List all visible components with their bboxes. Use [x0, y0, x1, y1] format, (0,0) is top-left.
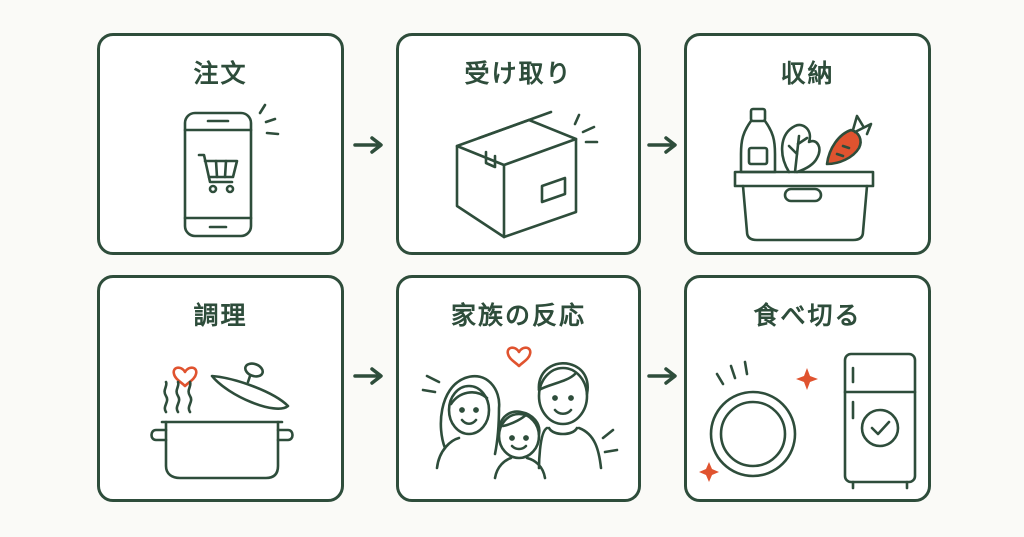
step-card-receive: 受け取り: [396, 33, 641, 255]
step-card-finish-eating: 食べ切る: [684, 275, 931, 502]
cardboard-box-icon: [455, 110, 599, 239]
sparkle-icon: [699, 462, 719, 482]
happy-family-icon: [421, 346, 619, 480]
step-title: 家族の反応: [450, 301, 586, 330]
cooking-pot-icon: [150, 362, 294, 480]
clean-plate-fridge-icon: [699, 352, 917, 490]
step-card-storage: 収納: [684, 33, 931, 255]
step-title: 調理: [193, 301, 248, 330]
step-card-family-reaction: 家族の反応: [396, 275, 641, 502]
arrow-right-icon: [647, 136, 677, 154]
arrow-right-icon: [353, 367, 383, 385]
step-title: 収納: [780, 59, 835, 88]
arrow-right-icon: [353, 136, 383, 154]
sparkle-icon: [796, 368, 818, 390]
step-title: 食べ切る: [753, 301, 862, 330]
step-title: 受け取り: [464, 59, 573, 88]
step-card-order: 注文: [97, 33, 344, 255]
step-title: 注文: [193, 59, 248, 88]
smartphone-cart-icon: [183, 103, 280, 238]
step-card-cooking: 調理: [97, 275, 344, 502]
storage-basket-icon: [733, 107, 875, 242]
arrow-right-icon: [647, 367, 677, 385]
